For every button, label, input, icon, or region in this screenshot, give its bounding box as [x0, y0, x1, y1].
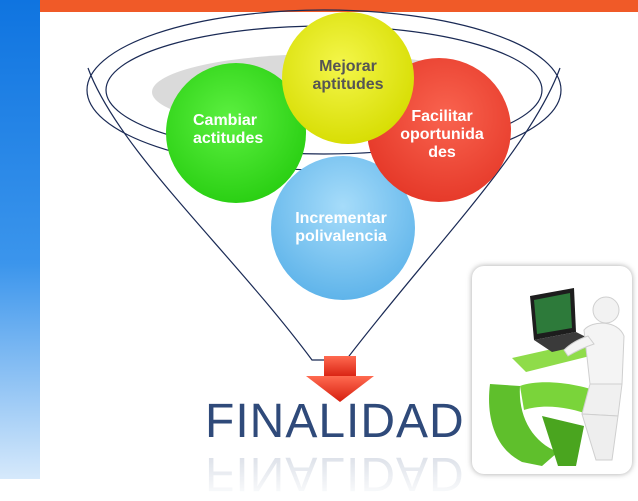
circle-cambiar [166, 63, 306, 203]
title-finalidad-reflection: FINALIDAD [205, 447, 465, 500]
title-finalidad: FINALIDAD [205, 395, 465, 448]
circle-mejorar [282, 12, 414, 144]
top-accent-bar [40, 0, 638, 12]
side-accent-bar [0, 0, 40, 479]
down-arrow-icon [306, 356, 374, 402]
funnel-diagram [86, 9, 562, 402]
person-at-laptop-illustration [472, 266, 632, 474]
circle-incrementar [271, 156, 415, 300]
